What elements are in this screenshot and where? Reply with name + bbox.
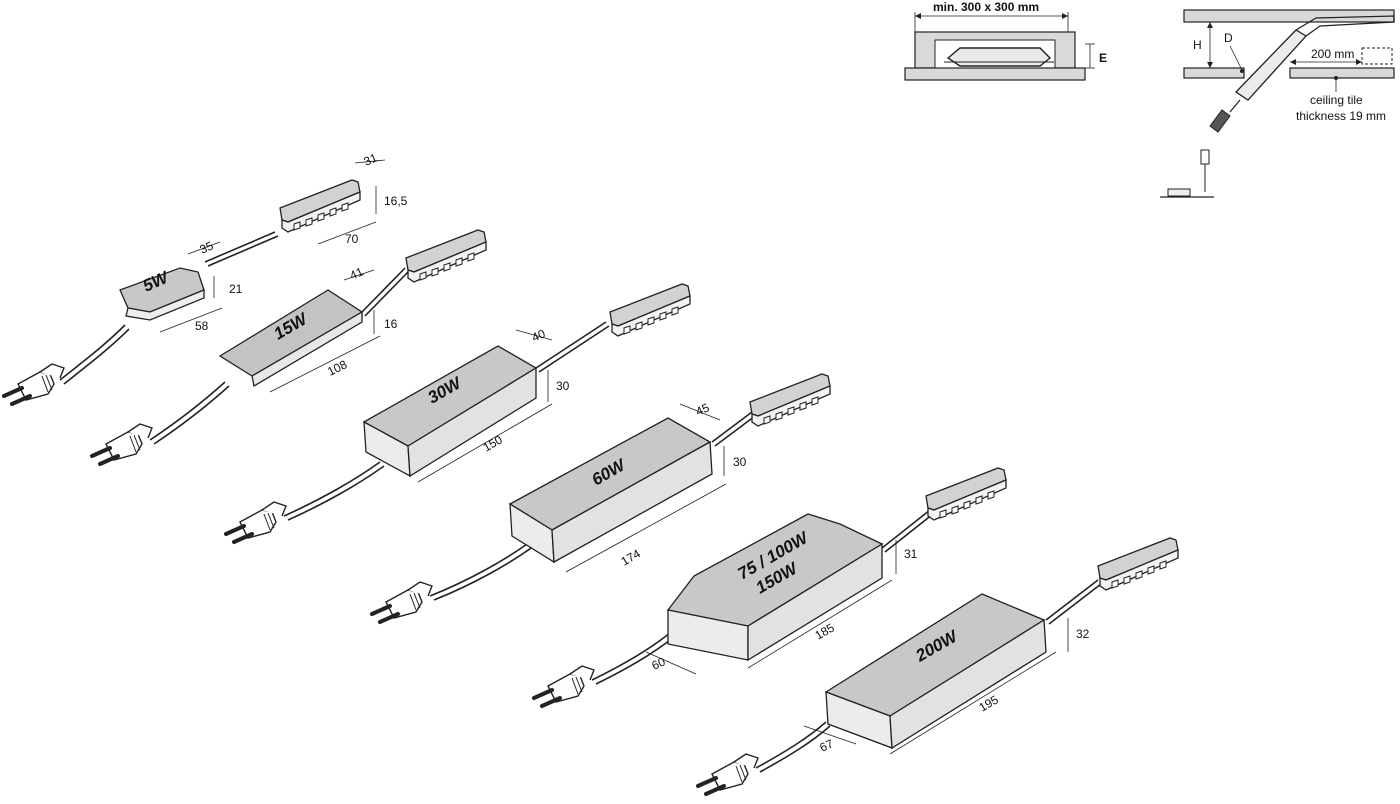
length-15w: 108 — [325, 357, 349, 379]
offset-150w: 60 — [650, 654, 668, 672]
height-200w: 32 — [1076, 627, 1090, 641]
distributor-height: 16,5 — [384, 194, 408, 208]
height-5w: 21 — [229, 282, 243, 296]
h-label: H — [1193, 38, 1202, 52]
d-label: D — [1224, 31, 1233, 45]
installation-detail-cutout: min. 300 x 300 mm E — [904, 0, 1107, 81]
distributor-depth: 31 — [362, 150, 380, 168]
distributor-5w: 31 16,5 70 — [279, 150, 408, 246]
height-e-label: E — [1099, 51, 1107, 65]
distributor-150w — [925, 467, 1007, 521]
ceiling-tile-line1: ceiling tile — [1310, 93, 1363, 107]
driver-60w: 60W 45 30 174 — [370, 400, 756, 624]
distributor-60w — [749, 373, 831, 427]
cutout-size-label: min. 300 x 300 mm — [933, 0, 1039, 14]
length-150w: 185 — [813, 620, 838, 642]
driver-5w: 5W 35 21 58 — [2, 231, 279, 406]
height-30w: 30 — [556, 379, 570, 393]
installation-detail-ceiling: H D 200 mm ceiling tile thickness 19 mm — [1160, 9, 1395, 198]
length-5w: 58 — [195, 319, 209, 333]
driver-30w: 30W 40 30 150 — [224, 321, 610, 544]
distributor-30w — [609, 283, 691, 337]
distributor-15w — [405, 229, 487, 283]
distributor-200w — [1097, 537, 1179, 591]
depth-5w: 35 — [198, 238, 216, 256]
length-200w: 195 — [977, 692, 1002, 714]
height-150w: 31 — [904, 547, 918, 561]
length-30w: 150 — [481, 432, 506, 454]
distributor-length: 70 — [345, 232, 359, 246]
driver-200w: 200W 32 195 67 — [696, 579, 1102, 796]
height-60w: 30 — [733, 455, 747, 469]
depth-60w: 45 — [694, 400, 712, 418]
height-15w: 16 — [384, 317, 398, 331]
reach-label: 200 mm — [1311, 47, 1354, 61]
length-60w: 174 — [619, 546, 644, 568]
depth-30w: 40 — [530, 326, 548, 344]
offset-200w: 67 — [818, 736, 836, 754]
depth-15w: 41 — [348, 264, 366, 282]
driver-15w: 15W 41 16 108 — [90, 264, 409, 466]
ceiling-tile-line2: thickness 19 mm — [1296, 109, 1386, 123]
